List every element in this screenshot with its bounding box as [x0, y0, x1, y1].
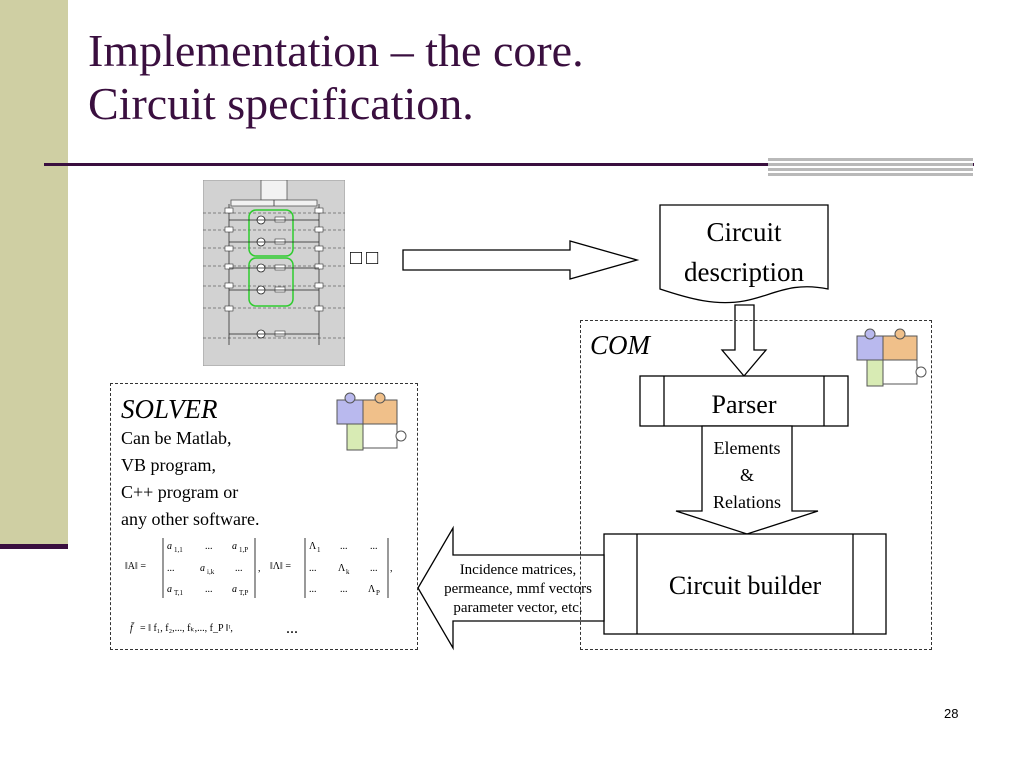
svg-text:f̄: f̄: [130, 622, 135, 634]
circuit-description-shape: [659, 204, 829, 304]
svg-text:a: a: [232, 541, 237, 552]
elements-relations-label: Elements & Relations: [702, 435, 792, 516]
parser-label: Parser: [711, 390, 777, 419]
left-bar-rule: [0, 544, 68, 549]
svg-text:...: ...: [235, 563, 243, 574]
title-underline-accent: [768, 158, 973, 178]
svg-text:...: ...: [340, 584, 348, 595]
slide-title: Implementation – the core. Circuit speci…: [88, 24, 584, 130]
solver-description: Can be Matlab, VB program, C++ program o…: [121, 425, 259, 533]
description-to-parser-arrow: [720, 304, 768, 378]
svg-text:1,1: 1,1: [174, 546, 183, 554]
formula-ellipsis: ...: [286, 620, 298, 637]
solver-desc-line-2: VB program,: [121, 455, 216, 475]
circuit-description-label: Circuit description: [684, 217, 804, 287]
svg-text:Λ: Λ: [309, 541, 317, 552]
svg-text:i,k: i,k: [207, 568, 215, 576]
solver-desc-line-1: Can be Matlab,: [121, 428, 232, 448]
svg-text:...: ...: [167, 563, 175, 574]
svg-text:1: 1: [317, 546, 321, 554]
svg-text:...: ...: [205, 584, 213, 595]
ampersand-text: &: [739, 465, 754, 485]
svg-text:T,1: T,1: [174, 589, 184, 597]
relations-text: Relations: [713, 492, 781, 512]
svg-text:a: a: [200, 563, 205, 574]
svg-text:= ‖ f₁, f₂,..., fₖ,..., f_P ‖ᵗ: = ‖ f₁, f₂,..., fₖ,..., f_P ‖ᵗ,: [140, 623, 233, 634]
svg-text:Λ: Λ: [338, 563, 346, 574]
puzzle-icon: [336, 392, 407, 451]
svg-text:a: a: [167, 541, 172, 552]
svg-text:...: ...: [370, 563, 378, 574]
page-number: 28: [944, 706, 959, 721]
left-accent-bar: [0, 0, 68, 548]
svg-text:‖A‖ =: ‖A‖ =: [125, 561, 146, 572]
svg-text:,: ,: [390, 563, 393, 574]
svg-text:...: ...: [370, 541, 378, 552]
title-underline: [44, 163, 974, 166]
svg-text:...: ...: [309, 563, 317, 574]
svg-text:1,P: 1,P: [239, 546, 248, 554]
svg-text:a: a: [232, 584, 237, 595]
parser-to-builder-arrow: [675, 425, 819, 535]
svg-text:...: ...: [309, 584, 317, 595]
svg-text:...: ...: [205, 541, 213, 552]
arrow-glyphs: □□: [350, 247, 383, 269]
svg-text:‖Λ‖ =: ‖Λ‖ =: [270, 561, 291, 572]
svg-text:k: k: [346, 568, 350, 576]
incidence-line-1: Incidence matrices,: [459, 562, 577, 578]
solver-container: [110, 383, 418, 650]
incidence-line-2: permeance, mmf vectors: [444, 581, 592, 597]
circuit-builder-label: Circuit builder: [668, 571, 822, 600]
incidence-line-3: parameter vector, etc.: [453, 600, 583, 616]
solver-title: SOLVER: [121, 394, 218, 424]
circuit-image: [203, 180, 345, 366]
elements-text: Elements: [713, 438, 781, 458]
com-container: [580, 320, 932, 650]
circuit-builder-box: [603, 533, 887, 635]
builder-to-solver-arrow: [417, 525, 605, 651]
incidence-label: Incidence matrices, permeance, mmf vecto…: [428, 561, 608, 618]
puzzle-icon: [856, 328, 927, 387]
solver-desc-line-4: any other software.: [121, 509, 260, 529]
svg-text:T,P: T,P: [239, 589, 249, 597]
svg-text:...: ...: [340, 541, 348, 552]
image-to-description-arrow: [402, 240, 640, 280]
parser-box: [639, 375, 849, 427]
com-label: COM: [590, 330, 650, 360]
title-line-2: Circuit specification.: [88, 78, 474, 129]
svg-text:Λ: Λ: [368, 584, 376, 595]
title-line-1: Implementation – the core.: [88, 25, 584, 76]
svg-text:a: a: [167, 584, 172, 595]
svg-text:,: ,: [258, 563, 261, 574]
solver-desc-line-3: C++ program or: [121, 482, 239, 502]
svg-text:P: P: [376, 589, 380, 597]
